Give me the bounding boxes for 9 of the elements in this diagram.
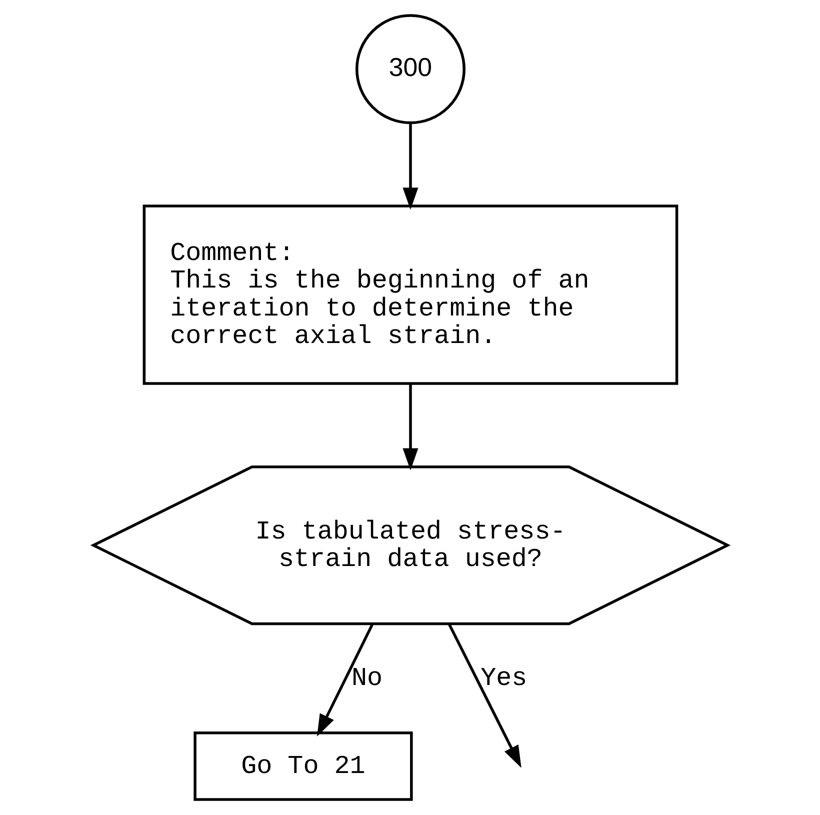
edge-label: No [351, 663, 382, 694]
node-box: Comment: This is the beginning of an iteration to determine the correct axial strain. [142, 204, 678, 385]
arrow [448, 624, 521, 768]
arrow [402, 384, 418, 470]
arrow [316, 624, 374, 736]
node-box: Go To 21 [193, 732, 412, 801]
node-circle: 300 [354, 14, 466, 124]
arrow [402, 123, 418, 210]
edge-label: Yes [480, 663, 527, 694]
